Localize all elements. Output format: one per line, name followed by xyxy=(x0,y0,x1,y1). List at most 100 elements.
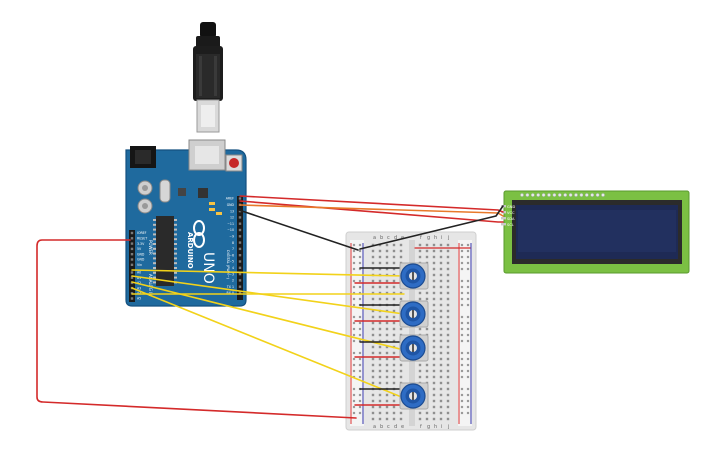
header-pin[interactable] xyxy=(130,231,134,235)
reset-button-cap[interactable] xyxy=(229,158,239,168)
header-pin[interactable] xyxy=(238,285,242,288)
header-pin[interactable] xyxy=(238,272,242,276)
header-pin[interactable] xyxy=(130,237,134,240)
header-pin[interactable] xyxy=(238,260,242,263)
header-pin[interactable] xyxy=(130,253,134,256)
col-label: d xyxy=(394,235,397,241)
arduino-logo xyxy=(193,220,205,248)
lcd-pin-label-vcc: VCC xyxy=(507,211,515,215)
header-pin[interactable] xyxy=(130,247,134,251)
potentiometer[interactable] xyxy=(399,300,429,328)
header-pin[interactable] xyxy=(130,281,134,285)
header-pin[interactable] xyxy=(130,258,134,261)
col-label: c xyxy=(387,424,390,430)
col-label: g xyxy=(427,424,430,430)
header-pin[interactable] xyxy=(238,228,242,232)
col-label: h xyxy=(434,424,437,430)
col-label: a xyxy=(373,235,376,241)
header-pin[interactable] xyxy=(130,271,134,274)
lcd-pin-label-sda: SDA xyxy=(507,217,515,221)
header-pin-label: 8 xyxy=(232,241,234,245)
header-pin-label: 7 xyxy=(232,247,234,251)
wires xyxy=(36,195,504,419)
potentiometers xyxy=(399,262,429,410)
usb-cable xyxy=(193,22,223,133)
wire-yellow-a1 xyxy=(131,275,405,315)
atmega-chip xyxy=(156,216,174,286)
header-pin-label: A3 xyxy=(137,286,141,290)
header-pin[interactable] xyxy=(238,254,242,257)
header-pin-label: TX 1 xyxy=(226,285,234,289)
header-pin-label: ~9 xyxy=(229,235,234,239)
header-pin[interactable] xyxy=(130,242,134,245)
header-pin-label: GND xyxy=(137,252,145,256)
digital-header-pins xyxy=(238,197,242,295)
header-pin[interactable] xyxy=(130,297,134,300)
header-pin-label: RESET xyxy=(137,237,147,241)
col-label: c xyxy=(387,235,390,241)
header-pin-label: GND xyxy=(137,258,145,262)
potentiometer[interactable] xyxy=(399,382,429,410)
lcd-pin-label-gnd: GND xyxy=(507,205,515,209)
header-pin-label: GND xyxy=(227,203,235,207)
lcd-pin-labels: GND VCC SDA SCL xyxy=(507,205,515,227)
wire-yellow-a0 xyxy=(131,269,405,277)
header-pin-label: 13 xyxy=(230,209,234,213)
header-pin[interactable] xyxy=(238,216,242,219)
col-label: i xyxy=(441,424,442,430)
header-pin[interactable] xyxy=(238,291,242,295)
header-pin-label: IOREF xyxy=(137,231,147,235)
col-label: b xyxy=(380,235,383,241)
header-pin[interactable] xyxy=(238,279,242,282)
potentiometer[interactable] xyxy=(399,334,429,362)
col-label: g xyxy=(427,235,430,241)
header-pin-label: ~10 xyxy=(227,228,234,232)
lcd-pin-label-scl: SCL xyxy=(507,223,514,227)
arduino-uno-board[interactable]: ARDUINO UNO AREFGND1312~11~10~987~6~54~3… xyxy=(125,139,247,307)
wire-orange-scl xyxy=(239,204,504,217)
potentiometer[interactable] xyxy=(399,262,429,290)
col-label: h xyxy=(434,235,437,241)
header-pin[interactable] xyxy=(238,241,242,244)
wire-black-gnd-lcd xyxy=(359,205,504,250)
header-pin-label: ~11 xyxy=(227,222,234,226)
header-pin[interactable] xyxy=(238,197,242,200)
col-label: a xyxy=(373,424,376,430)
header-pin-label: Vin xyxy=(137,263,142,267)
wire-red-5v-lcd xyxy=(239,195,504,213)
header-pin[interactable] xyxy=(238,266,242,269)
header-pin-label: AREF xyxy=(226,197,234,201)
power-section-label: POWER xyxy=(148,240,153,255)
col-label: i xyxy=(441,235,442,241)
header-pin-label: 3.3V xyxy=(137,242,145,246)
header-pin[interactable] xyxy=(238,222,242,225)
wire-yellow-a3 xyxy=(131,287,405,399)
col-label: j xyxy=(447,235,449,241)
header-pin-label: 5V xyxy=(137,247,142,251)
wire-red-5v-loop xyxy=(36,239,357,419)
col-label: f xyxy=(420,235,422,241)
col-label: d xyxy=(394,424,397,430)
analog-header xyxy=(129,270,135,302)
header-pin[interactable] xyxy=(130,263,134,266)
lcd-module[interactable]: GND VCC SDA SCL xyxy=(501,190,690,274)
lcd-top-pins xyxy=(520,193,605,197)
col-label: b xyxy=(380,424,383,430)
header-pin-label: A1 xyxy=(137,276,141,280)
brand-label: ARDUINO xyxy=(186,232,194,269)
wire-black-gnd xyxy=(238,209,359,251)
header-pin[interactable] xyxy=(238,247,242,251)
analog-section-label: ANALOG IN xyxy=(148,274,153,296)
header-pin[interactable] xyxy=(130,276,134,279)
header-pin-label: 2 xyxy=(232,279,234,283)
header-pin-label: RX 0 xyxy=(227,291,234,295)
header-pin-label: A5 xyxy=(137,297,141,301)
power-header-pins xyxy=(130,231,134,266)
header-pin[interactable] xyxy=(238,235,242,238)
header-pin-label: 4 xyxy=(232,266,234,270)
header-pin-label: A0 xyxy=(137,271,141,275)
model-label: UNO xyxy=(200,252,216,284)
